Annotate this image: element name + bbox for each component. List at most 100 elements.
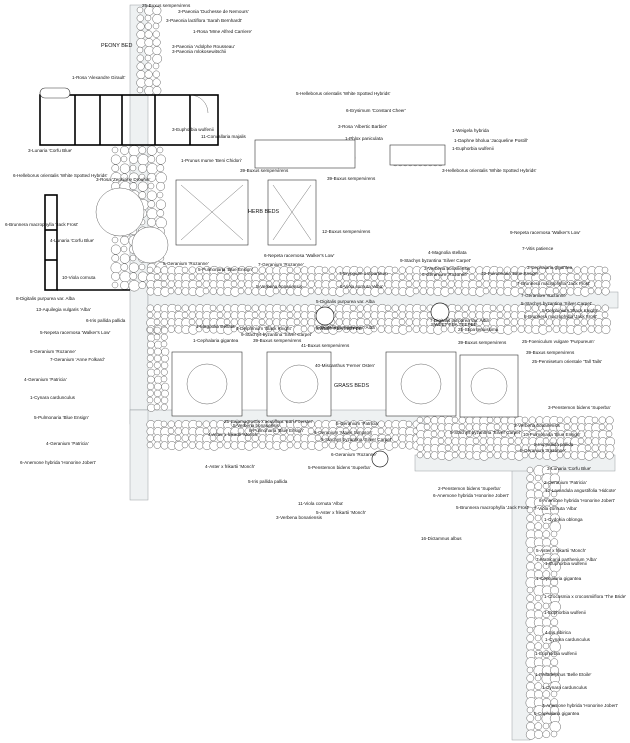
shrub-symbol <box>160 361 169 370</box>
shrub-symbol <box>430 423 438 431</box>
plant-label: 3-Cephalaria gigantea <box>527 265 573 270</box>
shrub-symbol <box>580 318 588 326</box>
shrub-symbol <box>545 273 553 281</box>
shrub-symbol <box>237 287 245 295</box>
shrub-symbol <box>526 666 534 674</box>
shrub-symbol <box>398 266 406 274</box>
shrub-symbol <box>154 375 163 384</box>
shrub-symbol <box>119 271 131 283</box>
shrub-symbol <box>416 444 424 452</box>
plant-label: 3-Paeonia lactiflora 'Sarah Bernhardt' <box>166 18 242 23</box>
plant-label: 1-Cynara cardunculus <box>30 395 76 400</box>
shrub-symbol <box>440 280 448 288</box>
shrub-symbol <box>454 304 462 312</box>
shrub-symbol <box>144 78 154 88</box>
shrub-symbol <box>447 287 455 295</box>
shrub-symbol <box>136 37 147 48</box>
shrub-symbol <box>160 396 169 405</box>
shrub-symbol <box>293 441 301 449</box>
plant-label: 1-Magnolia stellata <box>196 324 235 329</box>
shrub-symbol <box>526 466 534 474</box>
shrub-symbol <box>461 304 469 312</box>
shrub-symbol <box>335 441 344 450</box>
shrub-symbol <box>138 281 147 290</box>
shrub-symbol <box>138 163 148 173</box>
shrub-symbol <box>181 311 189 319</box>
shrub-symbol <box>468 304 477 313</box>
shrub-symbol <box>384 287 392 295</box>
shrub-symbol <box>342 287 350 295</box>
shrub-symbol <box>356 266 364 274</box>
shrub-symbol <box>146 326 154 334</box>
shrub-symbol <box>482 280 490 288</box>
plant-label: 6-Iris pallida pallida <box>86 318 126 323</box>
shrub-symbol <box>563 423 571 431</box>
plant-label: 25-Foeniculum vulgare 'Purpureum' <box>522 339 595 344</box>
shrub-symbol <box>545 325 553 333</box>
shrub-symbol <box>230 311 239 320</box>
shrub-symbol <box>570 423 578 431</box>
shrub-symbol <box>195 420 203 428</box>
shrub-symbol <box>335 325 343 333</box>
plant-label: 4-Geranium 'Patricia' <box>24 377 67 382</box>
shrub-symbol <box>147 340 155 349</box>
shrub-symbol <box>258 441 266 449</box>
shrub-symbol <box>160 441 169 450</box>
plant-label: 40-Miscanthus 'Ferner Osten' <box>315 363 375 368</box>
plant-label: 3-Paeonia 'Adolphe Rousseau' <box>172 44 235 49</box>
shrub-symbol <box>430 416 439 425</box>
shrub-symbol <box>580 273 588 281</box>
shrub-symbol <box>363 273 371 281</box>
plant-label: 3-Paeonia 'Duchesse de Nemours' <box>178 9 249 14</box>
shrub-symbol <box>526 506 534 514</box>
plant-label: 5-Nepeta racemosa 'Walker's Low' <box>40 330 110 335</box>
shrub-symbol <box>601 266 609 274</box>
shrub-symbol <box>136 70 146 80</box>
shrub-symbol <box>137 181 148 192</box>
shrub-symbol <box>496 287 505 296</box>
shrub-symbol <box>111 146 119 154</box>
shrub-symbol <box>496 311 504 319</box>
plant-label: 1-Euphorbia wulfenii <box>535 651 577 656</box>
shrub-symbol <box>534 689 544 699</box>
plant-label: 39-Buxus sempervirens <box>253 338 302 343</box>
shrub-symbol <box>526 714 535 723</box>
shrub-symbol <box>237 427 245 435</box>
shrub-symbol <box>153 403 161 411</box>
plant-label: 6-Anemone hybrida 'Honorine Jobert' <box>20 460 96 465</box>
shrub-symbol <box>110 262 122 274</box>
shrub-symbol <box>451 451 459 459</box>
shrub-symbol <box>307 273 316 282</box>
plant-label: 4-Aster x frikartii 'Monch' <box>208 432 258 437</box>
shrub-symbol <box>542 537 552 547</box>
plant-label: 9-Nepeta racemosa 'Walker's Low' <box>510 230 580 235</box>
shrub-symbol <box>188 266 196 274</box>
shrub-symbol <box>160 375 168 383</box>
shrub-symbol <box>181 427 190 436</box>
shrub-symbol <box>160 280 168 288</box>
plant-label: 12-Buxus sempervirens <box>322 229 371 234</box>
teepee-label: SWEET PEA TEEPEE <box>316 326 362 331</box>
shrub-symbol <box>195 273 203 281</box>
shrub-symbol <box>493 444 502 453</box>
shrub-symbol <box>526 601 536 611</box>
shrub-symbol <box>605 416 614 425</box>
shrub-symbol <box>153 326 161 334</box>
shrub-symbol <box>405 441 414 450</box>
shrub-symbol <box>153 333 161 341</box>
plant-label: 9-Stachys byzantina 'Silver Carpet' <box>400 258 471 263</box>
shrub-symbol <box>155 172 167 184</box>
shrub-symbol <box>129 254 137 262</box>
shrub-symbol <box>154 382 162 391</box>
shrub-symbol <box>591 444 599 452</box>
shrub-symbol <box>128 145 140 157</box>
plant-label: 5-Pulmonaria 'Blue Ensign' <box>34 415 89 420</box>
shrub-symbol <box>156 191 164 199</box>
plant-label: 6-Geranium 'Rozanne' <box>520 448 566 453</box>
plant-label: 41-Buxus sempervirens <box>301 343 350 348</box>
shrub-symbol <box>272 427 280 435</box>
shrub-symbol <box>594 304 602 312</box>
shrub-symbol <box>300 266 309 275</box>
shrub-symbol <box>542 482 550 490</box>
shrub-symbol <box>384 420 393 429</box>
